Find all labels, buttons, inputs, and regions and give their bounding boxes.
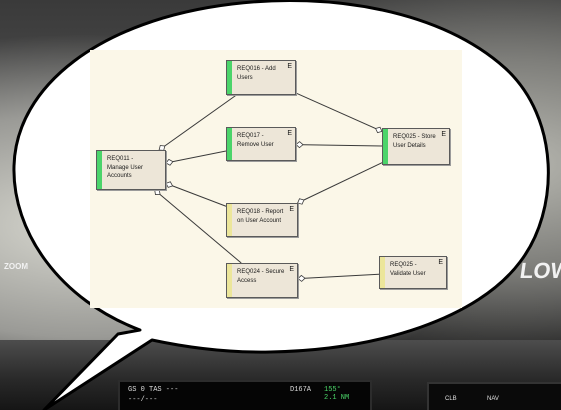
element-marker: E [289, 266, 294, 273]
requirement-node-req016[interactable]: REQ016 - Add Users E [226, 60, 296, 95]
requirement-node-req011[interactable]: REQ011 - Manage User Accounts [96, 150, 166, 190]
requirement-label: REQ024 - Secure Access [237, 269, 285, 284]
status-bar [227, 61, 232, 94]
requirements-diagram: REQ011 - Manage User Accounts REQ016 - A… [90, 50, 462, 308]
requirement-node-req017[interactable]: REQ017 - Remove User E [226, 127, 296, 161]
status-bar [380, 257, 385, 288]
requirement-node-req025-validate[interactable]: REQ025 - Validate User E [379, 256, 447, 289]
display-waypoint-code: D167A [290, 386, 312, 394]
requirement-label: REQ025 - Store User Details [393, 134, 436, 149]
status-bar [97, 151, 102, 189]
status-bar [227, 128, 232, 160]
aggregation-diamond-icon [154, 189, 161, 195]
requirement-node-req024[interactable]: REQ024 - Secure Access E [226, 263, 298, 298]
connector-req024-req025b[interactable] [297, 273, 380, 280]
connector-layer [154, 92, 383, 282]
requirement-label: REQ017 - Remove User [237, 133, 274, 148]
connector-req011-req017[interactable] [165, 150, 227, 164]
aggregation-diamond-icon [165, 158, 174, 166]
aggregation-diamond-icon [297, 198, 305, 205]
requirement-label: REQ011 - Manage User Accounts [107, 156, 144, 180]
mode-display: CLB NAV [427, 382, 561, 410]
connector-req011-req024[interactable] [154, 189, 242, 264]
display-heading: 155° [324, 386, 341, 394]
display-speed-readout: GS 0 TAS --- [128, 386, 179, 394]
status-bar [227, 204, 232, 236]
display-distance: 2.1 NM [324, 394, 350, 402]
connector-req011-req018[interactable] [165, 182, 227, 207]
aggregation-diamond-icon [295, 141, 304, 149]
element-marker: E [287, 130, 292, 137]
connector-req016-req025a[interactable] [295, 92, 383, 132]
requirement-label: REQ018 - Report on User Account [237, 209, 284, 224]
connector-req011-req016[interactable] [158, 94, 237, 151]
element-marker: E [438, 259, 443, 266]
mode-nav-label: NAV [487, 396, 499, 402]
connector-req018-req025a[interactable] [297, 162, 383, 204]
mode-climb-label: CLB [445, 396, 457, 402]
element-marker: E [441, 131, 446, 138]
navigation-display: GS 0 TAS --- ---/--- D167A 155° 2.1 NM [118, 380, 372, 410]
aggregation-diamond-icon [165, 181, 174, 188]
connector-req017-req025a[interactable] [295, 144, 383, 147]
aggregation-diamond-icon [297, 274, 306, 282]
requirement-node-req018[interactable]: REQ018 - Report on User Account E [226, 203, 298, 237]
display-wind-readout: ---/--- [128, 396, 158, 404]
status-bar [383, 129, 388, 164]
element-marker: E [289, 206, 294, 213]
zoom-label: ZOOM [4, 262, 28, 271]
requirement-node-req025-store[interactable]: REQ025 - Store User Details E [382, 128, 450, 165]
element-marker: E [287, 63, 292, 70]
requirement-label: REQ025 - Validate User [390, 262, 426, 277]
status-bar [227, 264, 232, 297]
aggregation-diamond-icon [375, 126, 383, 134]
requirement-label: REQ016 - Add Users [237, 66, 276, 81]
